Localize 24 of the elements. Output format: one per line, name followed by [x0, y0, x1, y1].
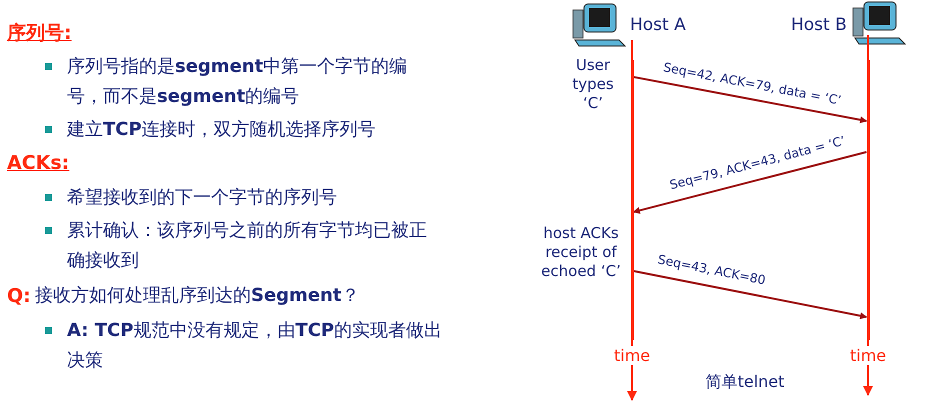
- bullet-text: 累计确认：该序列号之前的所有字节均已被正确接收到: [67, 219, 428, 273]
- question-text: 接收方如何处理乱序到达的Segment？: [35, 284, 360, 308]
- caption-text: 简单telnet: [704, 372, 786, 391]
- annotation-text: host ACKs receipt of echoed ‘C’: [540, 224, 622, 281]
- annotation-text: User types ‘C’: [571, 56, 615, 113]
- host-label: Host A: [630, 15, 686, 35]
- host-label: Host B: [791, 15, 847, 35]
- bullet-text: A: TCP规范中没有规定，由TCP的实现者做出决策: [67, 319, 444, 373]
- bullet-text: 建立TCP连接时，双方随机选择序列号: [67, 118, 377, 142]
- bullet-text: 序列号指的是segment中第一个字节的编号，而不是segment的编号: [67, 55, 408, 109]
- section-heading: 序列号:: [7, 21, 72, 46]
- lifeline-bar: [630, 60, 634, 340]
- lifeline-bar: [866, 60, 870, 340]
- question-mark-label: Q:: [7, 285, 31, 307]
- arrow: [633, 270, 868, 320]
- arrow: [632, 151, 867, 214]
- time-label: time: [613, 346, 652, 365]
- bullet-text: 希望接收到的下一个字节的序列号: [67, 186, 338, 210]
- edge-label: Seq=42, ACK=79, data = ‘C’: [660, 58, 844, 108]
- edge-label: Seq=43, ACK=80: [656, 250, 768, 288]
- arrow: [633, 76, 868, 124]
- time-label: time: [849, 346, 888, 365]
- section-heading: ACKs:: [7, 152, 70, 174]
- edge-label: Seq=79, ACK=43, data = ‘C’: [666, 132, 848, 192]
